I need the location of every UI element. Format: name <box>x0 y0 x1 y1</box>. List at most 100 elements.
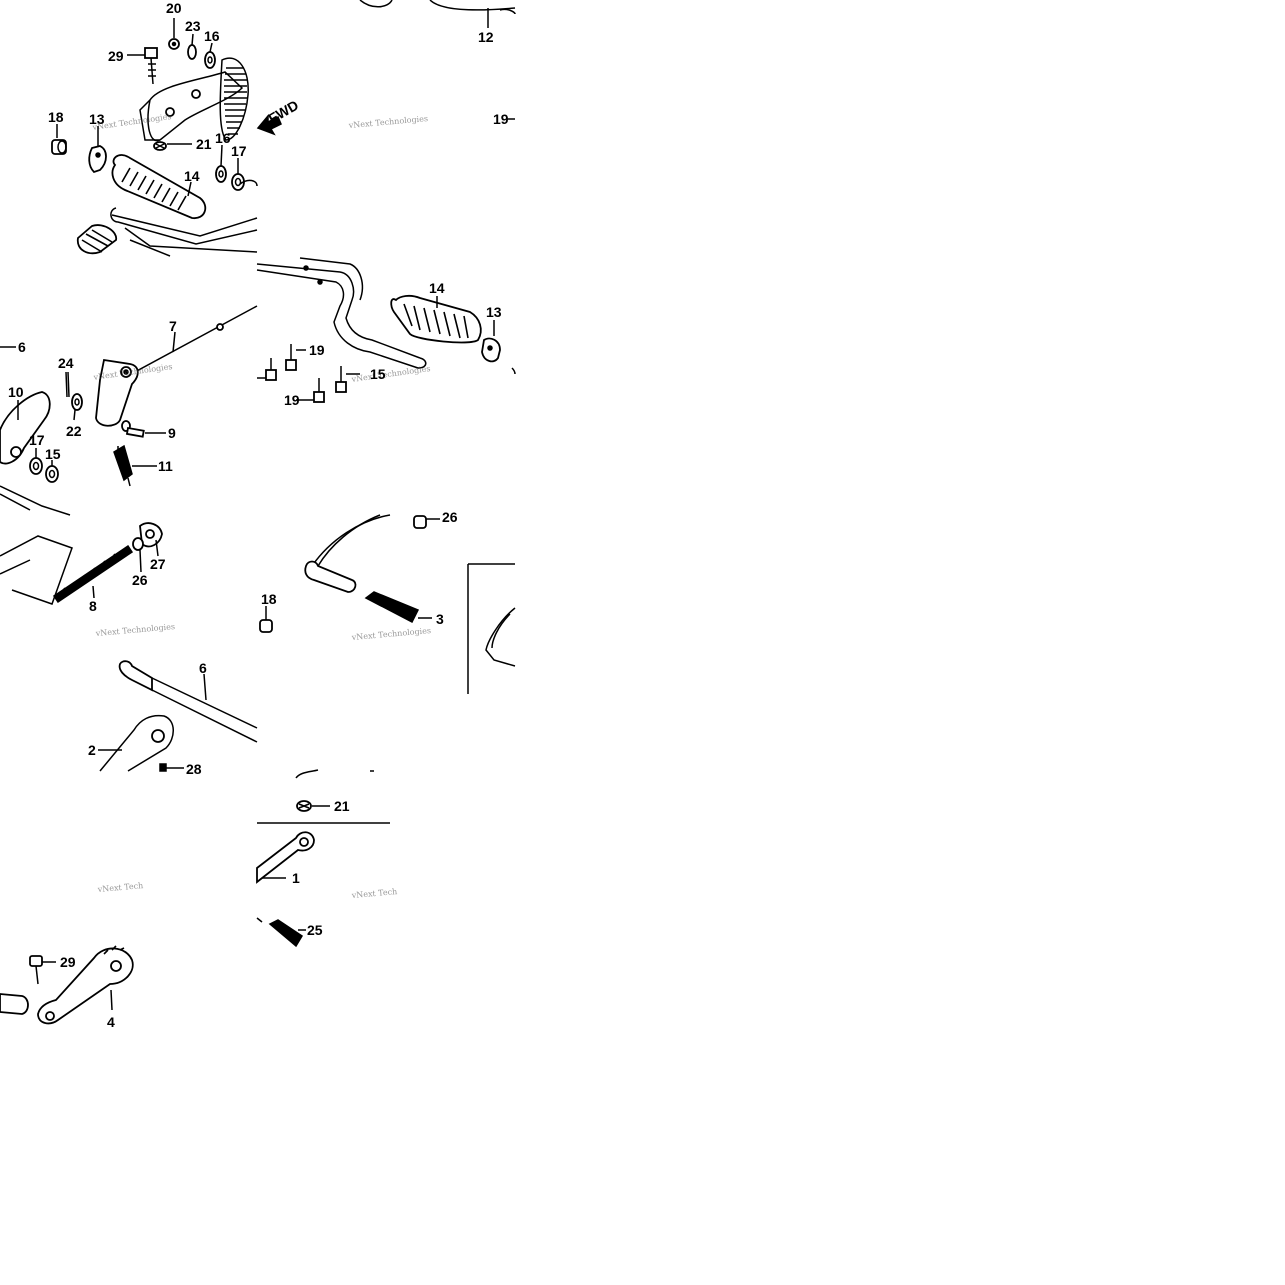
tile-mid-left <box>0 305 258 516</box>
label-29: 29 <box>60 954 76 970</box>
label-24: 24 <box>58 355 74 371</box>
clevis-27 <box>139 522 163 557</box>
bolt-18-lower <box>259 606 273 633</box>
brake-arm-bracket <box>95 358 139 427</box>
label-19: 19 <box>284 392 300 408</box>
label-28: 28 <box>186 761 202 777</box>
label-19: 19 <box>493 111 509 127</box>
rear-step-bracket <box>139 57 249 142</box>
lever-2 <box>98 714 174 772</box>
watermark-text: vNext Tech <box>350 887 397 900</box>
label-11: 11 <box>158 458 173 474</box>
inset-box <box>467 563 516 694</box>
watermark-text: vNext Technologies <box>350 364 431 384</box>
nut-20 <box>168 18 180 50</box>
tile-bottom-left <box>0 945 134 1025</box>
washer-17-top <box>231 158 245 191</box>
label-3: 3 <box>436 611 444 627</box>
label-10: 10 <box>8 384 24 400</box>
brake-pedal-arm <box>304 514 391 593</box>
label-12: 12 <box>478 29 494 45</box>
label-18: 18 <box>48 109 64 125</box>
bolt-29-top <box>127 47 158 85</box>
label-15: 15 <box>45 446 61 462</box>
tile-top-left: FWD <box>51 18 302 257</box>
footpeg-14-mid <box>390 294 482 344</box>
fwd-label: FWD <box>266 97 302 127</box>
bolt-19-a <box>257 358 277 381</box>
watermark-text: vNext Tech <box>96 881 143 894</box>
label-26: 26 <box>132 572 148 588</box>
label-1: 1 <box>292 870 300 886</box>
shift-pedal-4 <box>0 945 134 1025</box>
bolt-15 <box>335 366 360 393</box>
brake-rod-7 <box>119 305 258 381</box>
label-22: 22 <box>66 423 82 439</box>
bolt-19-b <box>285 344 306 371</box>
cotter-pin-24 <box>65 371 70 398</box>
label-7: 7 <box>169 318 177 334</box>
tile-bottom-center <box>256 769 390 948</box>
tile-lower-center <box>259 514 516 694</box>
nut-21-top <box>153 141 192 151</box>
label-29: 29 <box>108 48 124 64</box>
label-27: 27 <box>150 556 166 572</box>
bracket-13-top <box>88 126 107 174</box>
tile-center <box>256 257 516 403</box>
label-14: 14 <box>184 168 200 184</box>
nut-21-bottom <box>296 800 330 812</box>
label-9: 9 <box>168 425 176 441</box>
washer-16-mid <box>215 144 227 183</box>
label-13: 13 <box>486 304 502 320</box>
bolt-28-lower <box>159 763 184 772</box>
bolt-19-c <box>296 378 325 403</box>
label-4: 4 <box>107 1014 115 1030</box>
label-23: 23 <box>185 18 201 34</box>
cable-6 <box>118 660 258 743</box>
pedal-rubber-3 <box>364 591 432 624</box>
label-17: 17 <box>29 432 45 448</box>
tile-top-center <box>359 0 516 120</box>
label-2: 2 <box>88 742 96 758</box>
watermark-text: vNext Technologies <box>94 622 175 638</box>
label-13: 13 <box>89 111 105 127</box>
label-19: 19 <box>309 342 325 358</box>
bolt-29-bottom <box>29 955 56 985</box>
label-18: 18 <box>261 591 277 607</box>
label-21: 21 <box>196 136 212 152</box>
footpeg-14-top <box>111 154 207 219</box>
frame-bar-top <box>110 179 258 257</box>
label-20: 20 <box>166 0 182 16</box>
label-25: 25 <box>307 922 323 938</box>
pin-9 <box>121 420 166 438</box>
collar-18-top <box>51 124 67 155</box>
tile-lower-left <box>0 522 258 772</box>
label-26: 26 <box>442 509 458 525</box>
rubber-25 <box>256 917 306 948</box>
label-17: 17 <box>231 143 247 159</box>
brake-pad-top <box>76 224 117 255</box>
part-labels: 20 23 16 29 12 18 13 19 21 16 17 14 6 7 … <box>8 0 509 1030</box>
step-bar-frame <box>256 257 427 369</box>
label-6: 6 <box>199 660 207 676</box>
washer-17-mid <box>29 448 43 475</box>
return-spring-8 <box>52 544 134 604</box>
label-14: 14 <box>429 280 445 296</box>
label-6: 6 <box>18 339 26 355</box>
watermark-text: vNext Technologies <box>347 114 428 130</box>
label-15: 15 <box>370 366 386 382</box>
bolt-26-lower <box>413 515 440 529</box>
label-16: 16 <box>204 28 220 44</box>
nut-26 <box>132 537 144 573</box>
washer-15-mid <box>45 460 59 483</box>
label-21: 21 <box>334 798 350 814</box>
watermark-text: vNext Technologies <box>350 626 431 642</box>
shift-arm-1 <box>256 831 315 884</box>
label-16: 16 <box>215 130 231 146</box>
washer-23 <box>187 33 197 60</box>
watermarks: vNext Technologies vNext Technologies vN… <box>91 112 431 900</box>
label-8: 8 <box>89 598 97 614</box>
bracket-13-mid <box>481 320 501 363</box>
plate-10 <box>0 391 51 465</box>
